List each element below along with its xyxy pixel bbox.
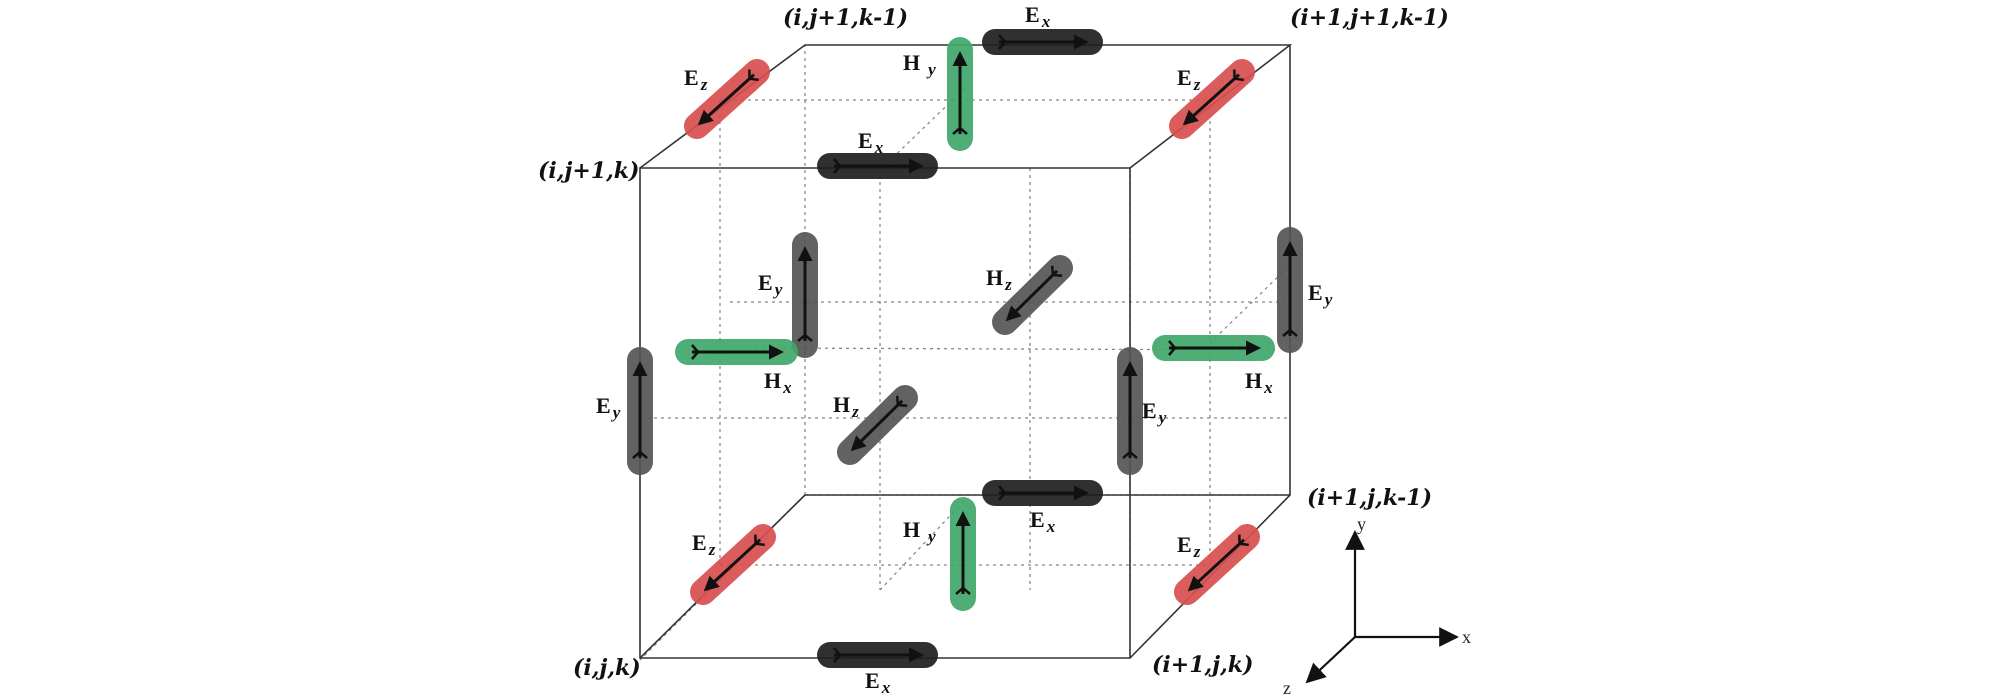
field-vector-arrows — [627, 29, 1303, 668]
hy-bottom-arrow — [950, 497, 976, 611]
hz-center-arrow — [992, 255, 1073, 335]
vertex-label-i-j-k: (i,j,k) — [573, 655, 641, 681]
axis-z — [1305, 636, 1356, 684]
ex-top-back-arrow — [982, 29, 1103, 55]
hx-right-arrow — [1152, 335, 1275, 361]
vertex-labels: (i,j,k) (i+1,j,k) (i,j+1,k) (i,j+1,k-1) … — [538, 5, 1449, 681]
hy-top-arrow — [947, 37, 973, 151]
ex-top-front-arrow — [817, 153, 938, 179]
axis-x-label: x — [1462, 627, 1471, 647]
ey-left-arrow — [627, 347, 653, 475]
vertex-label-i1-j-k: (i+1,j,k) — [1152, 652, 1253, 678]
axis-z-label: z — [1283, 678, 1291, 698]
vertex-label-i1-j1-k1: (i+1,j+1,k-1) — [1290, 5, 1449, 31]
ez-top-left-arrow — [684, 59, 770, 139]
hz-lower-arrow — [837, 385, 918, 465]
ey-back-right-arrow — [1277, 227, 1303, 353]
vertex-label-i-j1-k1: (i,j+1,k-1) — [783, 5, 908, 31]
ez-bottom-right-arrow — [1174, 524, 1260, 605]
ey-back-left-arrow — [792, 232, 818, 358]
ez-top-right-arrow — [1169, 59, 1255, 139]
coordinate-axes: y x z — [1283, 514, 1471, 698]
ex-bottom-front-arrow — [817, 642, 938, 668]
ex-bottom-back-arrow — [982, 480, 1103, 506]
vertex-label-i-j1-k: (i,j+1,k) — [538, 158, 639, 184]
vertex-label-i1-j-k1: (i+1,j,k-1) — [1307, 485, 1432, 511]
ey-right-arrow — [1117, 347, 1143, 475]
hx-left-arrow — [675, 339, 798, 365]
ez-bottom-left-arrow — [690, 524, 776, 605]
axis-y-label: y — [1357, 514, 1366, 534]
